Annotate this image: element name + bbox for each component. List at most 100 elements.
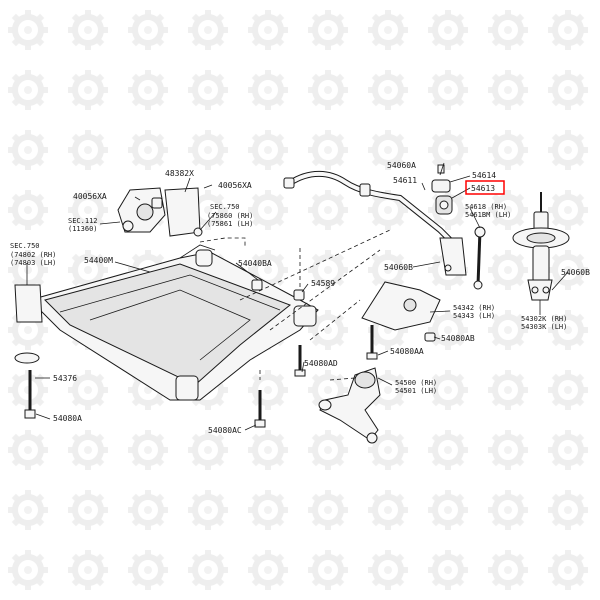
label-54400M: 54400M xyxy=(84,256,113,265)
watermark-gear-icon xyxy=(428,370,468,410)
bolt-54080AC[interactable] xyxy=(254,390,266,428)
bolt-54080AD[interactable] xyxy=(294,345,306,377)
label-40056XA-right: 40056XA xyxy=(218,181,252,190)
mount-washer[interactable] xyxy=(14,352,40,364)
nut-54040BA[interactable] xyxy=(251,279,263,291)
label-54080AA: 54080AA xyxy=(390,347,424,356)
stabilizer-link[interactable] xyxy=(473,226,486,290)
nut-54080AB[interactable] xyxy=(424,332,436,342)
nut-54589[interactable] xyxy=(293,289,305,301)
watermark-gear-icon xyxy=(308,130,348,170)
stabilizer-bar[interactable] xyxy=(283,170,458,248)
watermark-gear-icon xyxy=(488,430,528,470)
leader-lines xyxy=(26,162,569,431)
label-54040BA: 54040BA xyxy=(238,259,272,268)
watermark-gear-icon xyxy=(488,70,528,110)
label-54613-highlighted: 54613 xyxy=(471,184,495,193)
watermark-gear-icon xyxy=(128,10,168,50)
watermark-gear-icon xyxy=(548,550,588,590)
label-54589: 54589 xyxy=(311,279,335,288)
watermark-gear-icon xyxy=(8,130,48,170)
label-sec112-number: (11360) xyxy=(68,225,98,233)
watermark-gear-icon xyxy=(428,10,468,50)
watermark-gear-icon xyxy=(308,190,348,230)
label-54376: 54376 xyxy=(53,374,77,383)
watermark-gear-icon xyxy=(548,10,588,50)
watermark-gear-icon xyxy=(428,70,468,110)
watermark-gear-icon xyxy=(548,310,588,350)
stabilizer-bracket[interactable] xyxy=(439,237,467,276)
watermark-gear-icon xyxy=(128,130,168,170)
subframe-bolt-54080A[interactable] xyxy=(24,370,36,419)
lower-control-arm[interactable] xyxy=(318,367,381,444)
watermark-gear-icon xyxy=(308,310,348,350)
watermark-gear-icon xyxy=(8,490,48,530)
watermark-gear-icon xyxy=(188,430,228,470)
watermark-gear-icon xyxy=(248,130,288,170)
watermark-gear-icon xyxy=(188,10,228,50)
label-sec750-right: SEC.750 xyxy=(210,203,240,211)
watermark-gear-icon xyxy=(68,250,108,290)
watermark-gear-icon xyxy=(68,430,108,470)
watermark-gear-icon xyxy=(128,550,168,590)
watermark-gear-icon xyxy=(8,10,48,50)
watermark-gear-icon xyxy=(8,190,48,230)
watermark-gear-icon xyxy=(248,550,288,590)
bolt-54080AA[interactable] xyxy=(366,325,378,360)
watermark-gear-icon xyxy=(488,370,528,410)
watermark-gear-icon xyxy=(68,490,108,530)
label-48382X: 48382X xyxy=(165,169,194,178)
watermark-gear-icon xyxy=(368,430,408,470)
watermark-gear-icon xyxy=(248,490,288,530)
watermark-gear-icon xyxy=(428,550,468,590)
callout-labels: 54060A 54614 54613 54611 54618 (RH) 5461… xyxy=(10,161,590,435)
label-54342: 54342 (RH) xyxy=(453,304,495,312)
label-54080AD: 54080AD xyxy=(304,359,338,368)
watermark-gear-icon xyxy=(488,250,528,290)
control-arm-bracket[interactable] xyxy=(361,281,441,331)
label-sec750-left: SEC.750 xyxy=(10,242,40,250)
watermark-gear-icon xyxy=(368,10,408,50)
watermark-gear-icon xyxy=(488,550,528,590)
watermark-gear-icon xyxy=(368,70,408,110)
label-54501: 54501 (LH) xyxy=(395,387,437,395)
label-54080AB: 54080AB xyxy=(441,334,475,343)
watermark-gear-icon xyxy=(308,250,348,290)
strut-assembly[interactable] xyxy=(512,192,570,301)
label-54611: 54611 xyxy=(393,176,417,185)
front-subframe[interactable] xyxy=(14,244,319,401)
watermark-gear-icon xyxy=(248,430,288,470)
watermark-gear-icon xyxy=(248,70,288,110)
stabilizer-bushing-clamp[interactable] xyxy=(431,164,453,215)
label-sec750-left-rh: (74802 (RH) xyxy=(10,251,56,259)
watermark-gear-icon xyxy=(248,190,288,230)
label-54500: 54500 (RH) xyxy=(395,379,437,387)
watermark-gear-icon xyxy=(68,10,108,50)
watermark-gear-icon xyxy=(68,190,108,230)
watermark-gear-icon xyxy=(188,70,228,110)
watermark-gear-icon xyxy=(488,190,528,230)
watermark-gear-icon xyxy=(308,550,348,590)
label-sec112: SEC.112 xyxy=(68,217,98,225)
label-54060B-strut: 54060B xyxy=(561,268,590,277)
watermark-gear-icon xyxy=(188,550,228,590)
watermark-gear-icon xyxy=(368,490,408,530)
label-54080AC: 54080AC xyxy=(208,426,242,435)
watermark-gear-icon xyxy=(8,430,48,470)
label-54614: 54614 xyxy=(472,171,496,180)
label-54060B: 54060B xyxy=(384,263,413,272)
watermark-gear-icon xyxy=(308,490,348,530)
watermark-gear-icon xyxy=(428,130,468,170)
engine-mount[interactable] xyxy=(117,187,166,233)
label-54080A: 54080A xyxy=(53,414,82,423)
label-54302K: 54302K (RH) xyxy=(521,315,567,323)
heat-shield[interactable] xyxy=(164,187,203,237)
watermark-gear-icon xyxy=(188,130,228,170)
watermark-gear-icon xyxy=(488,310,528,350)
watermark-gear-icon xyxy=(68,70,108,110)
watermark-gear-icon xyxy=(308,70,348,110)
label-54303K: 54303K (LH) xyxy=(521,323,567,331)
label-54343: 54343 (LH) xyxy=(453,312,495,320)
